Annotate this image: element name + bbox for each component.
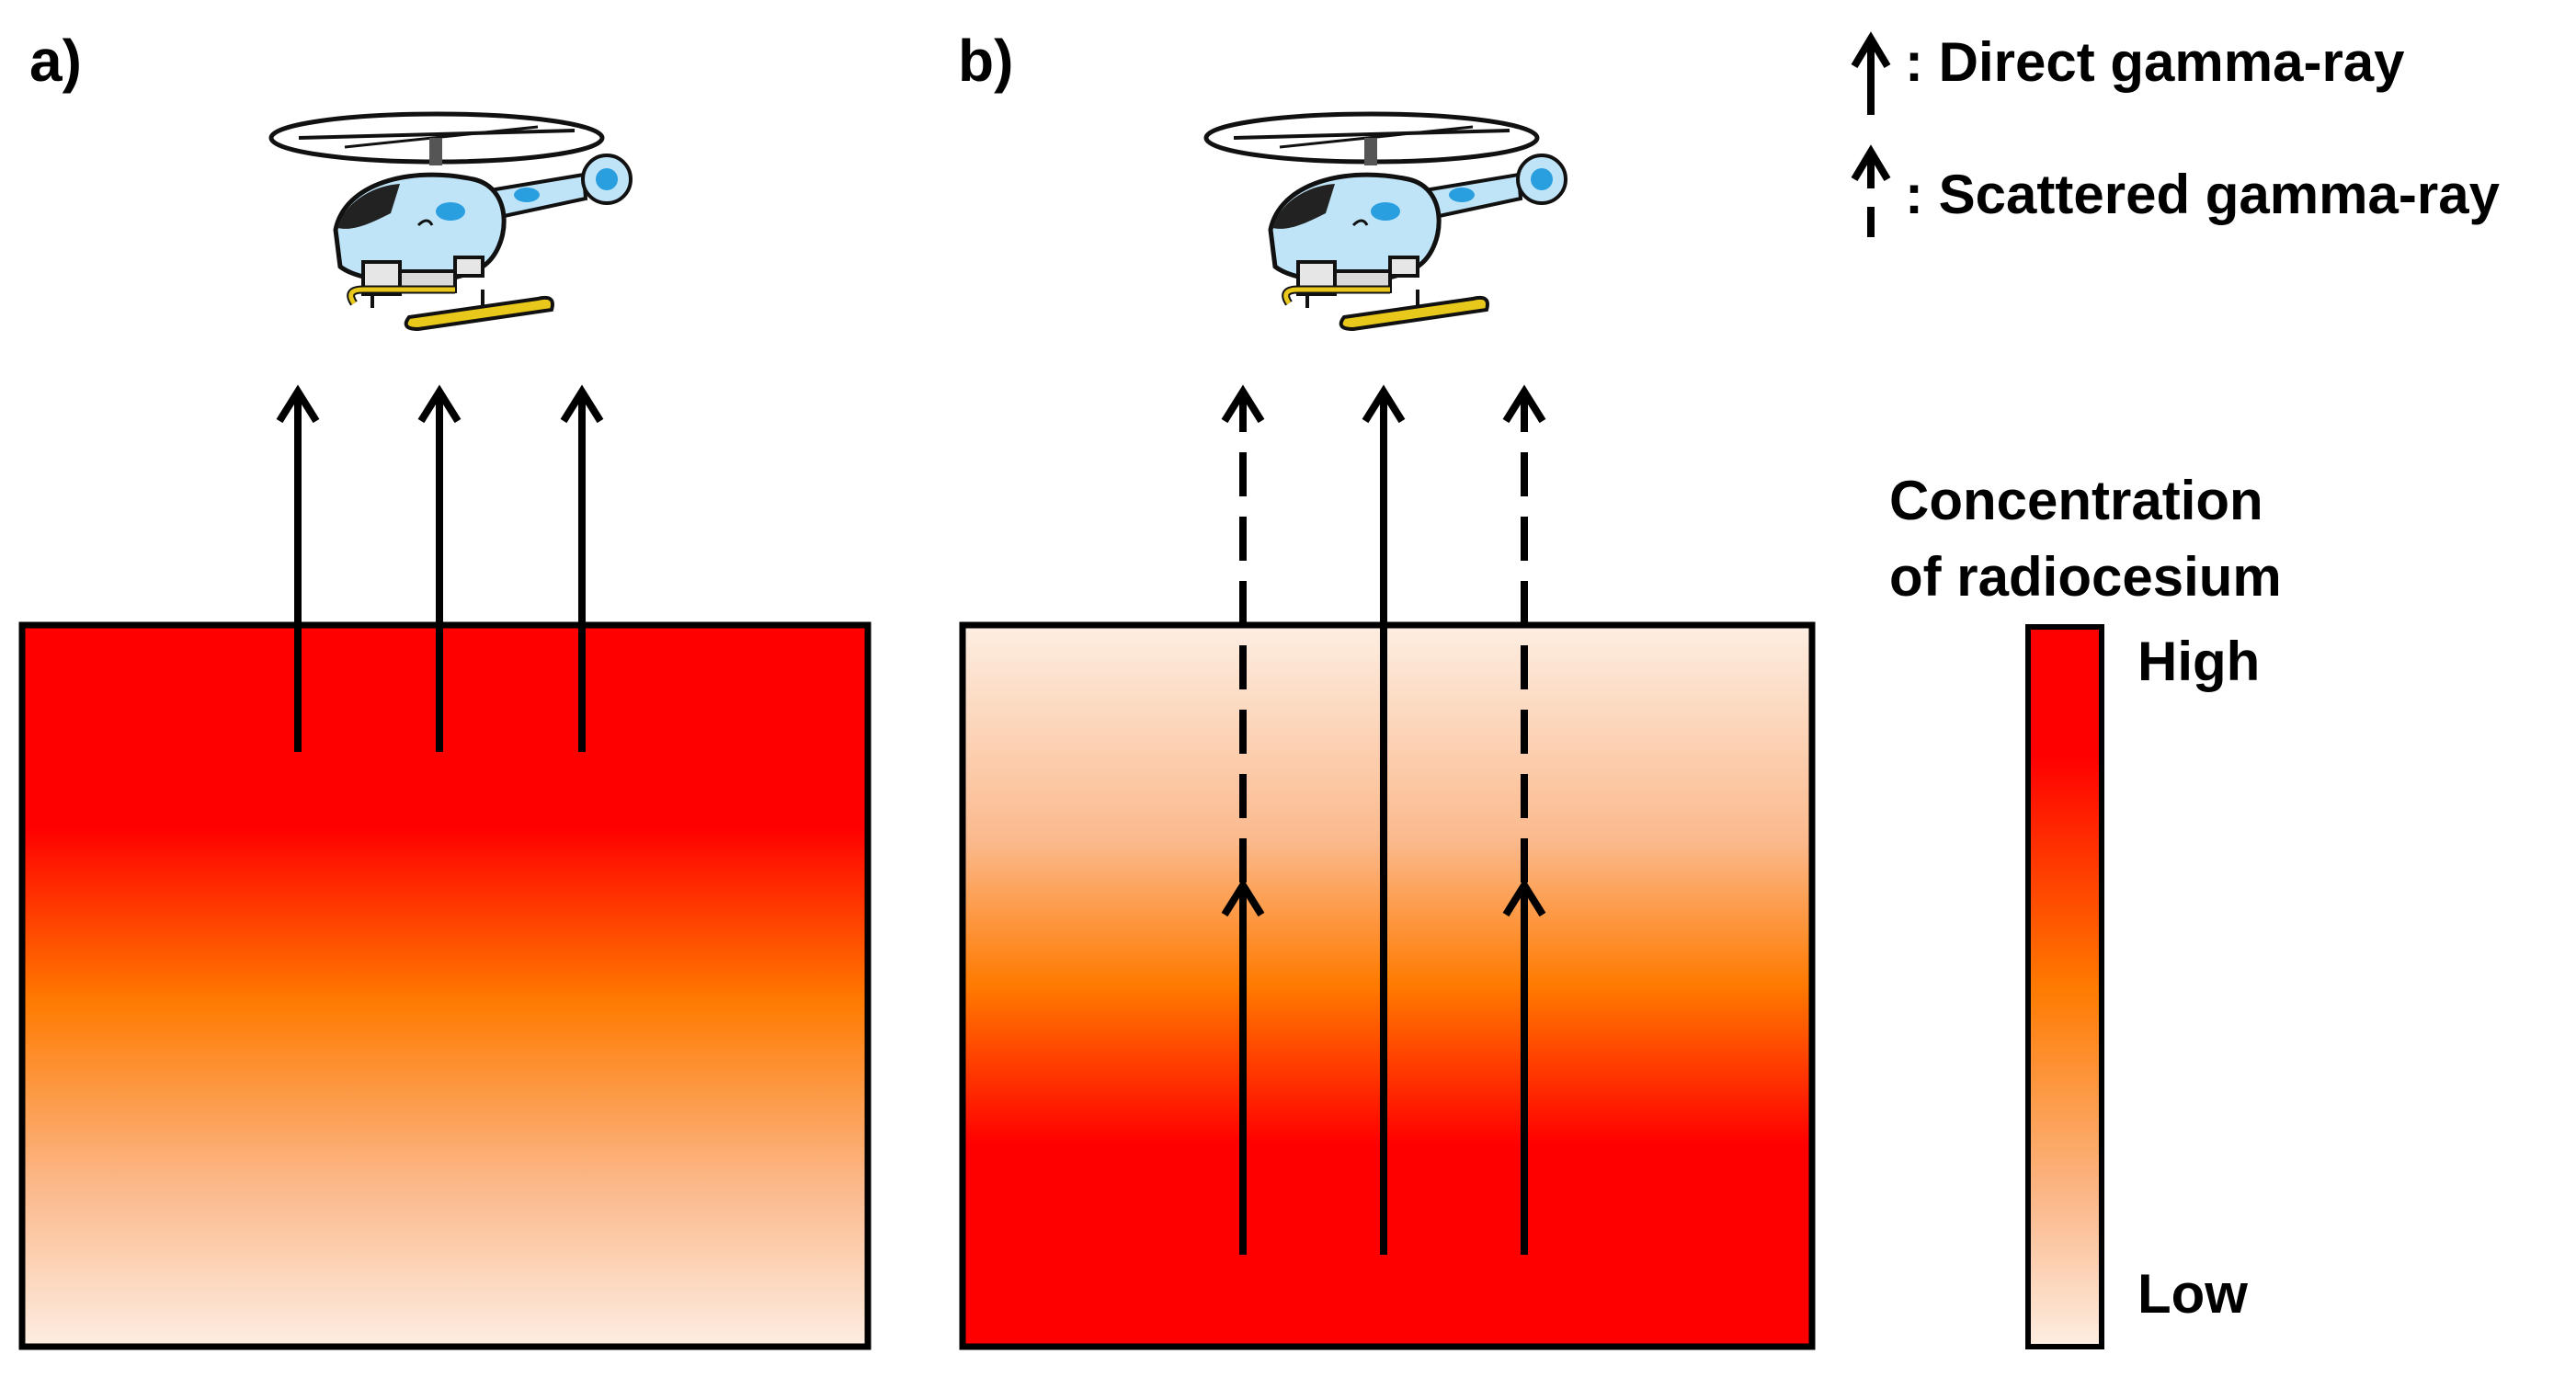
- direct-legend-label: : Direct gamma-ray: [1905, 31, 2405, 93]
- direct-arrow: [417, 384, 462, 752]
- direct-arrow: [276, 384, 320, 752]
- scale-color-bar: [2025, 624, 2104, 1349]
- scattered-legend-label: : Scattered gamma-ray: [1905, 164, 2501, 225]
- panel-a-direct-arrows: [276, 384, 604, 752]
- helicopter-icon: [1206, 114, 1566, 329]
- scale-title-line1: Concentration: [1889, 470, 2263, 531]
- scale-title-line2: of radiocesium: [1889, 546, 2282, 608]
- direct-arrow: [1362, 384, 1406, 1255]
- helicopter-icon: [271, 114, 631, 329]
- direct-arrow-legend-icon: [1851, 31, 1891, 115]
- panel-b-arrows: [1221, 384, 1546, 1255]
- direct-arrow: [560, 384, 604, 752]
- panel-a-label: a): [29, 28, 82, 94]
- concentration-scale: Concentration of radiocesium High Low: [1889, 470, 2282, 1349]
- scattered-arrow-legend-icon: [1851, 144, 1891, 237]
- legend: : Direct gamma-ray : Scattered gamma-ray: [1851, 31, 2501, 237]
- scattered-arrow: [1502, 384, 1546, 1255]
- panel-a-ground: [18, 621, 872, 1350]
- panel-b-label: b): [958, 28, 1013, 94]
- scattered-arrow: [1221, 384, 1265, 1255]
- scale-low-label: Low: [2137, 1263, 2248, 1325]
- scale-high-label: High: [2137, 631, 2260, 692]
